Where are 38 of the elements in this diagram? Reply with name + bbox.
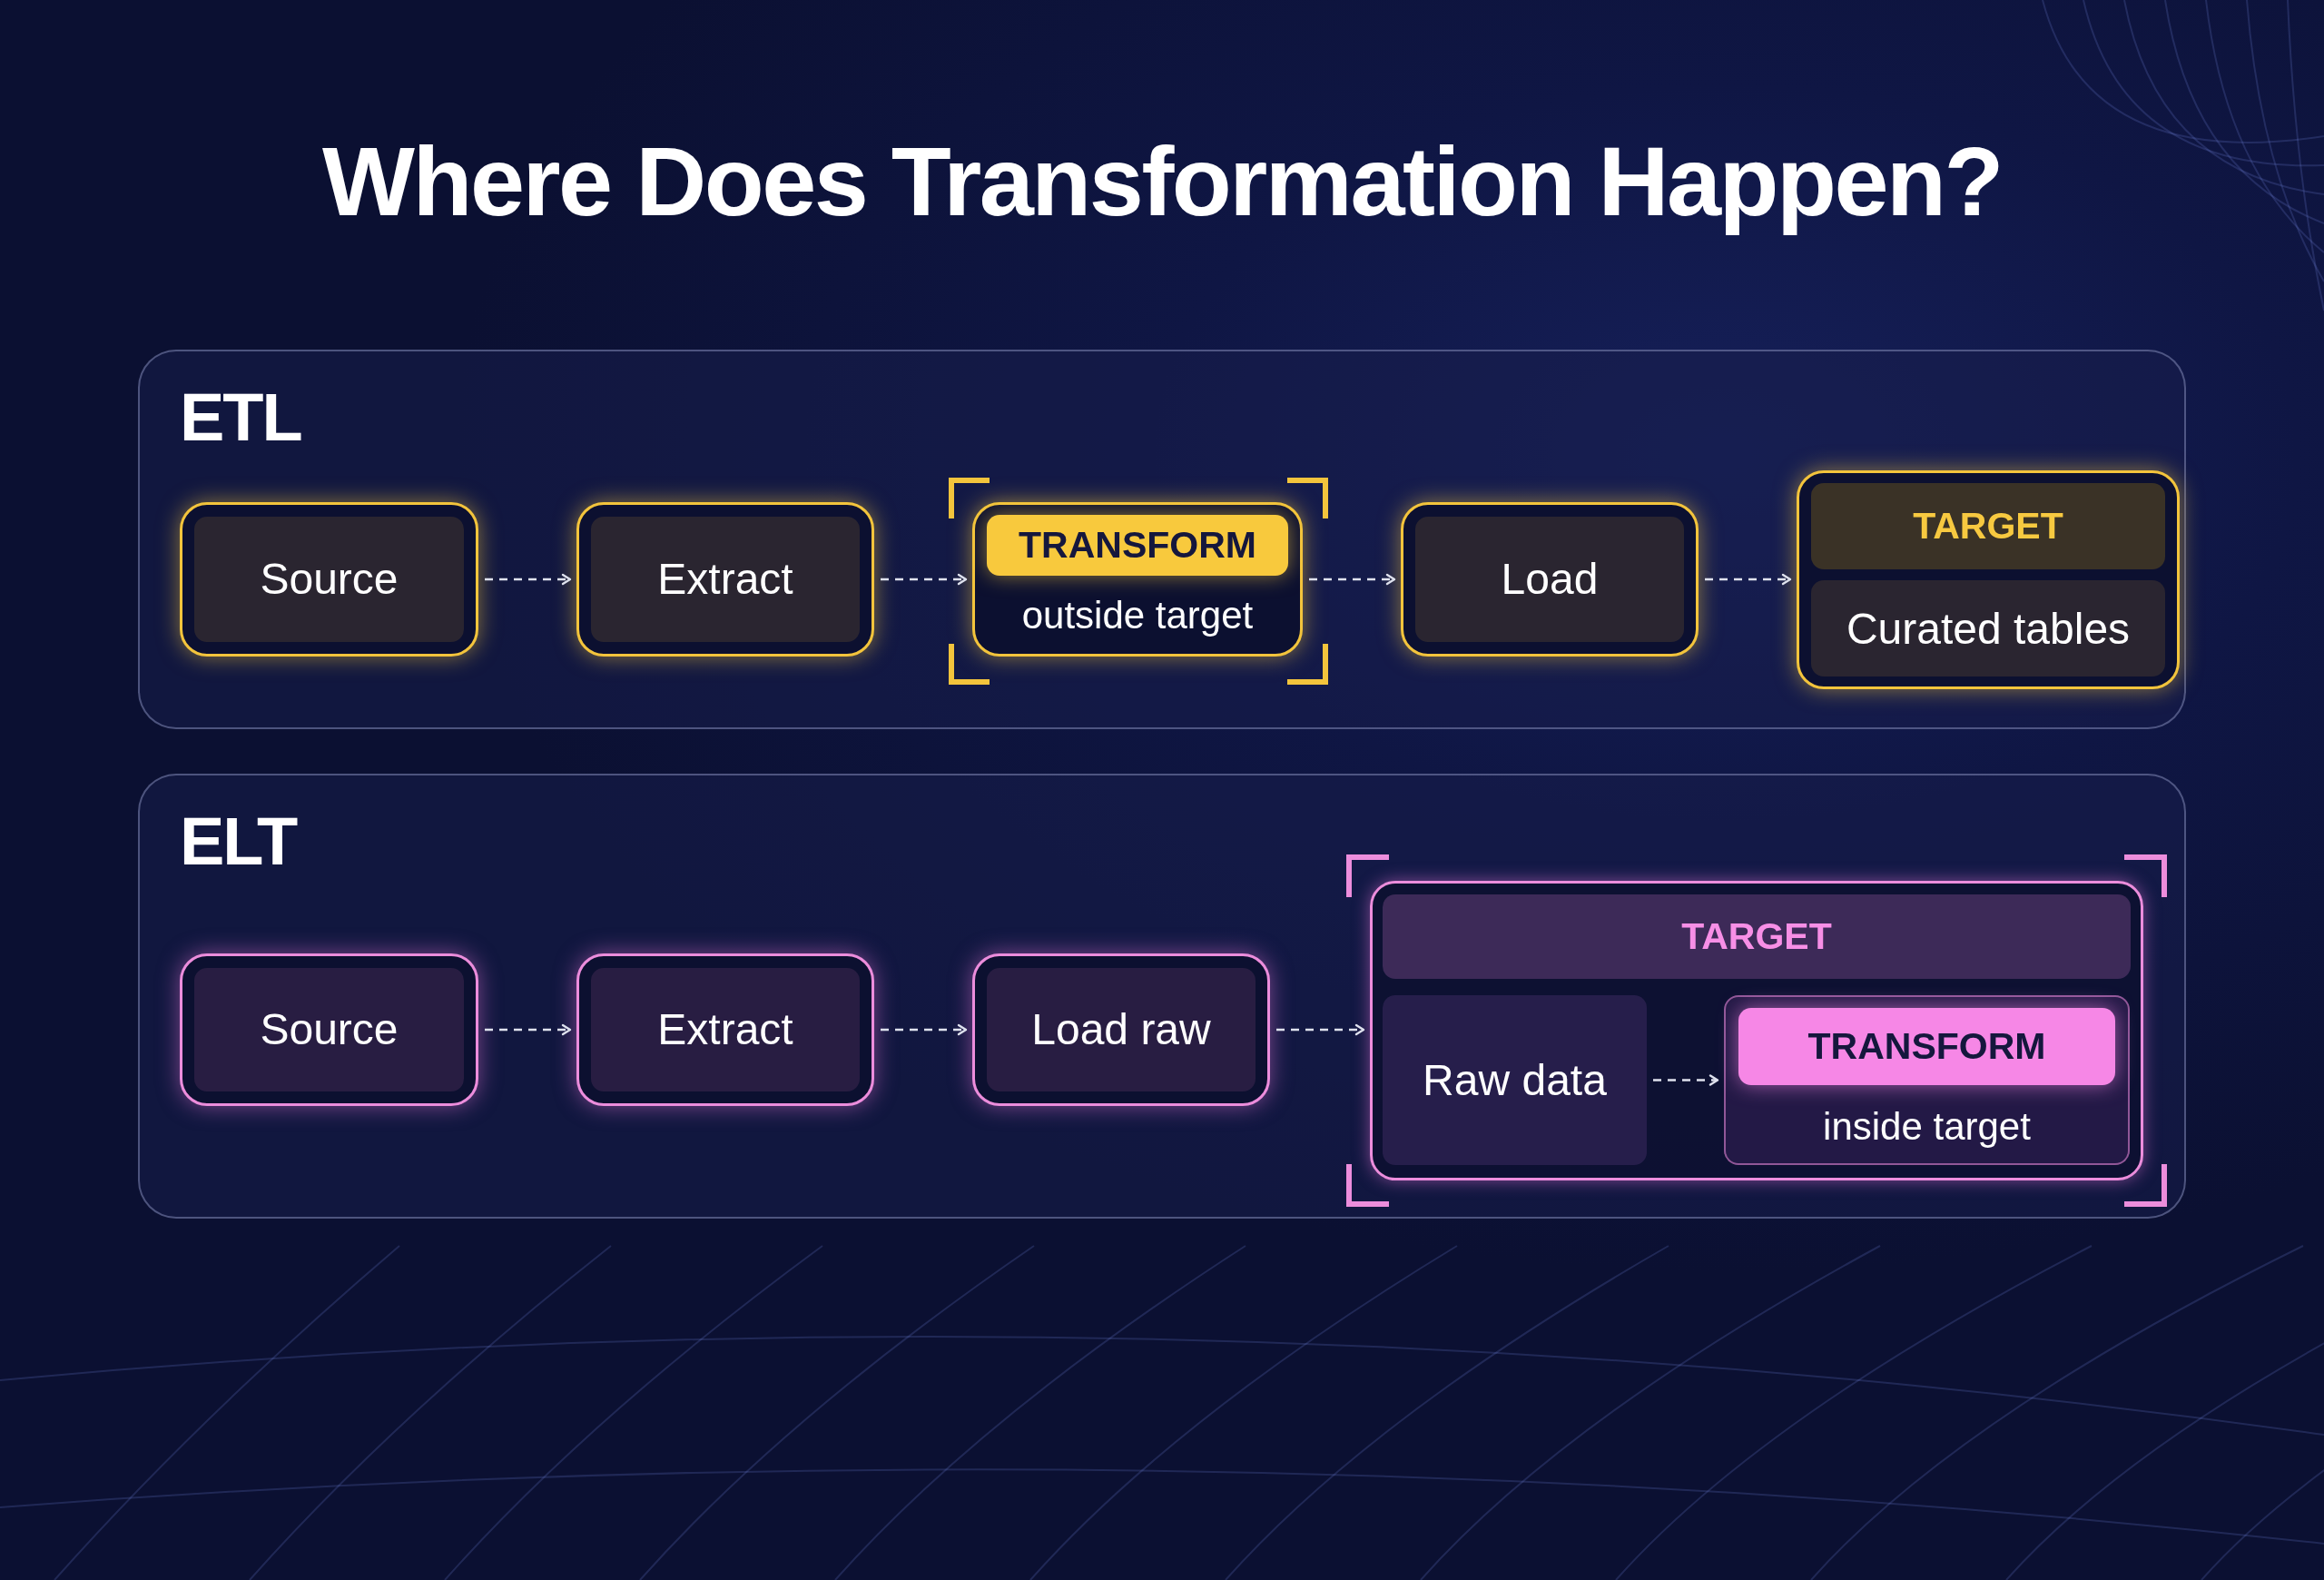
- step-label: Extract: [657, 1004, 793, 1055]
- process-box: [972, 953, 1270, 1106]
- dashed-arrow: [1705, 573, 1792, 586]
- note-text: outside target: [1021, 594, 1254, 638]
- section-panel: [138, 350, 2186, 729]
- page-title: Where Does Transformation Happen?: [322, 125, 2002, 238]
- dashed-arrow: [881, 573, 968, 586]
- target-box: [1370, 881, 2143, 1180]
- step-label: Source: [260, 554, 399, 605]
- section-heading: ELT: [180, 803, 297, 881]
- step-label: Load raw: [1031, 1004, 1211, 1055]
- data-box: [1383, 995, 1647, 1165]
- content-band: Curated tables: [1811, 580, 2165, 676]
- target-box: [1797, 470, 2180, 689]
- step-label: Source: [260, 1004, 399, 1055]
- dashed-arrow: [881, 1023, 968, 1036]
- process-box: [972, 502, 1303, 657]
- transform-tag: TRANSFORM: [987, 515, 1288, 576]
- step-label: Extract: [657, 554, 793, 605]
- process-box: [1401, 502, 1699, 657]
- target-header: TARGET: [1811, 483, 2165, 569]
- dashed-arrow: [485, 1023, 572, 1036]
- process-box: [1724, 995, 2130, 1165]
- process-box: [180, 502, 478, 657]
- process-box: [576, 953, 874, 1106]
- step-label: Load: [1501, 554, 1599, 605]
- transform-tag: TRANSFORM: [1738, 1008, 2115, 1085]
- process-box: [576, 502, 874, 657]
- section-heading: ETL: [180, 379, 301, 457]
- dashed-arrow: [1276, 1023, 1365, 1036]
- dashed-arrow: [1309, 573, 1396, 586]
- dashed-arrow: [485, 573, 572, 586]
- target-header: TARGET: [1383, 894, 2131, 979]
- dashed-arrow: [1653, 1074, 1719, 1086]
- section-panel: [138, 774, 2186, 1219]
- process-box: [180, 953, 478, 1106]
- note-text: inside target: [1823, 1105, 2031, 1150]
- step-label: Raw data: [1423, 1054, 1607, 1106]
